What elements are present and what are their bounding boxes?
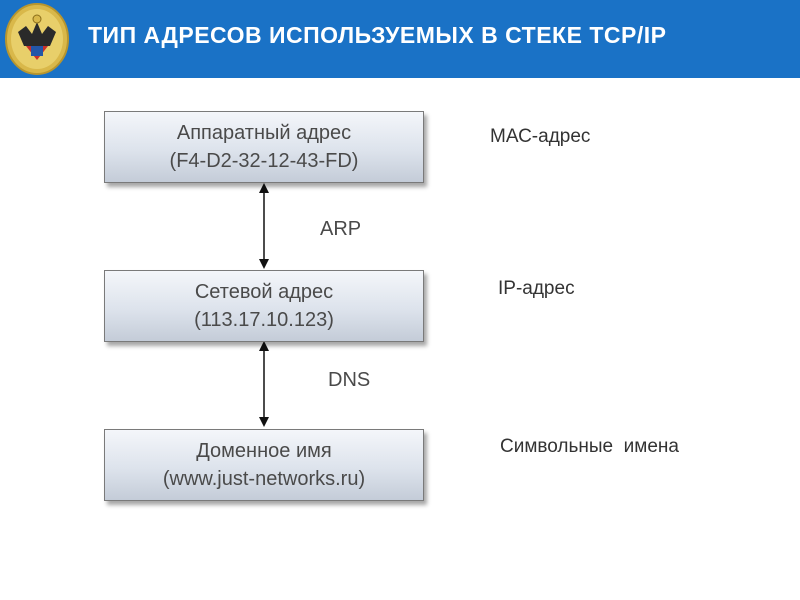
network-address-box: Сетевой адрес (113.17.10.123): [104, 270, 424, 342]
domain-name-value: (www.just-networks.ru): [162, 468, 366, 490]
domain-name-title: Доменное имя: [196, 440, 332, 462]
symbolic-names-label: Символьные имена: [500, 436, 679, 457]
arp-label: ARP: [320, 218, 362, 240]
header-bar: ТИП АДРЕСОВ ИСПОЛЬЗУЕМЫХ В СТЕКЕ TCP/IP: [0, 0, 800, 78]
ip-address-label: IP-адрес: [498, 278, 575, 299]
eagle-emblem-icon: [5, 3, 69, 75]
network-address-value: (113.17.10.123): [194, 309, 334, 331]
page-title: ТИП АДРЕСОВ ИСПОЛЬЗУЕМЫХ В СТЕКЕ TCP/IP: [88, 22, 667, 48]
network-address-title: Сетевой адрес: [194, 281, 334, 303]
dns-label: DNS: [328, 369, 371, 391]
hardware-address-box: Аппаратный адрес (F4-D2-32-12-43-FD): [104, 111, 424, 183]
hardware-address-title: Аппаратный адрес: [176, 122, 352, 144]
hardware-address-value: (F4-D2-32-12-43-FD): [169, 150, 359, 172]
domain-name-box: Доменное имя (www.just-networks.ru): [104, 429, 424, 501]
mac-address-label: МАС-адрес: [490, 126, 591, 147]
